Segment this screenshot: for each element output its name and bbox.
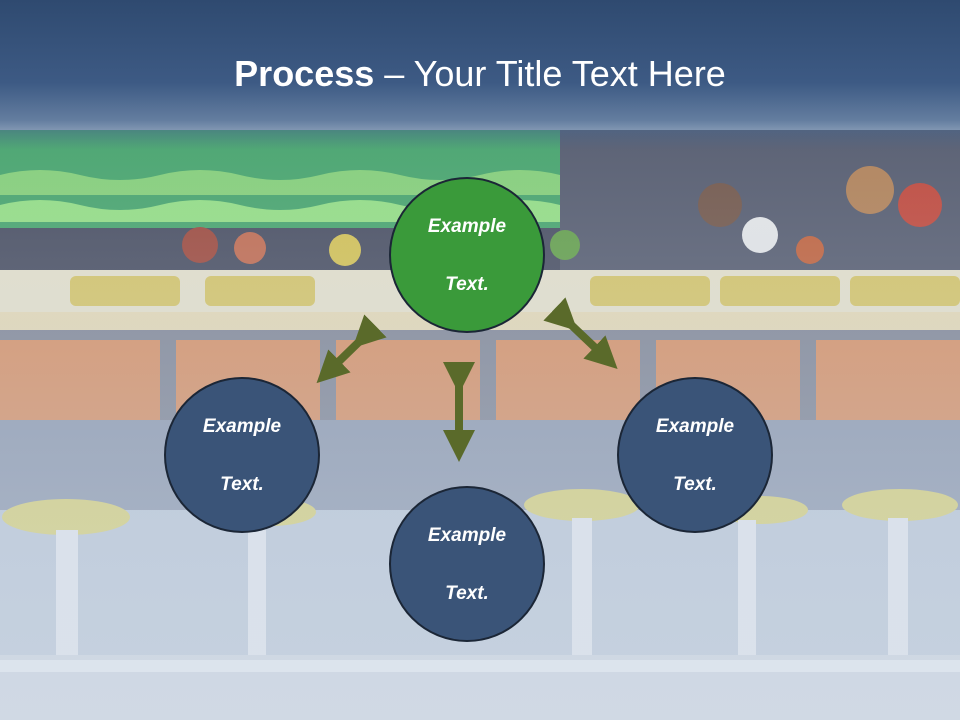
node-right-line2: Text. <box>673 473 717 495</box>
title-separator: – <box>374 53 414 94</box>
node-top-line2: Text. <box>445 273 489 295</box>
node-bottom-line2: Text. <box>445 582 489 604</box>
title-band <box>0 0 960 150</box>
node-left-line1: Example <box>202 415 282 437</box>
node-right-line1: Example <box>655 415 735 437</box>
slide-title: Process – Your Title Text Here <box>0 52 960 96</box>
title-bold: Process <box>234 53 375 94</box>
node-top-line1: Example <box>427 215 507 237</box>
node-left-line2: Text. <box>220 473 264 495</box>
node-bottom-line1: Example <box>427 524 507 546</box>
title-rest: Your Title Text Here <box>413 53 726 94</box>
